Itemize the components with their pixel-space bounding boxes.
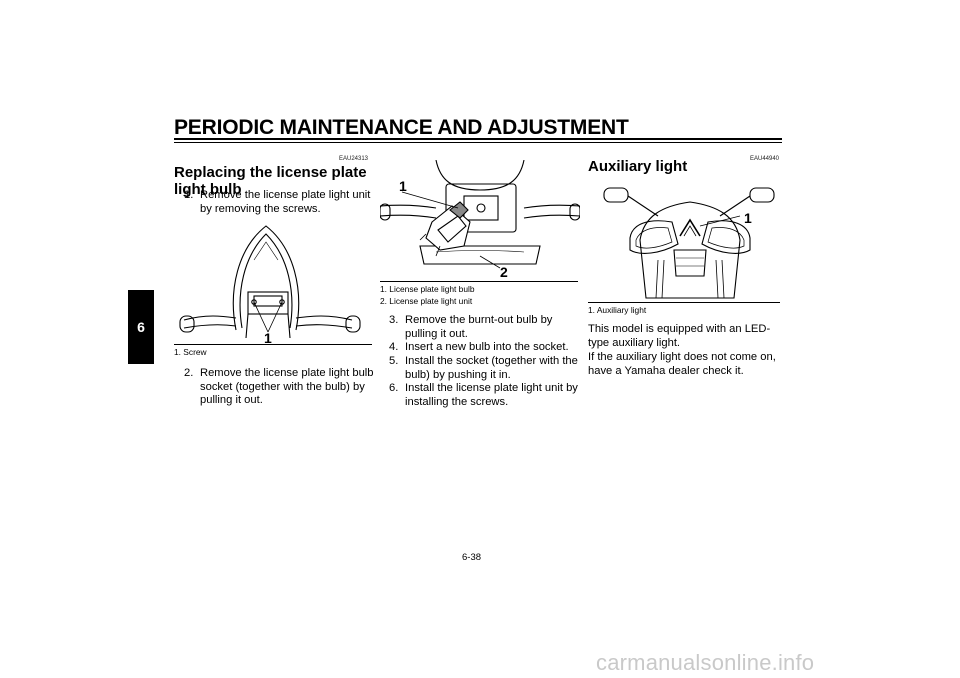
section-code: EAU24313 — [339, 156, 369, 162]
step-number: 6. — [389, 382, 399, 394]
step-number: 4. — [389, 341, 399, 353]
license-plate-bulb-illustration — [380, 160, 580, 269]
caption-license-plate-light-unit: 2. License plate light unit — [380, 296, 473, 306]
figure-callout-1: 1 — [744, 210, 752, 226]
section-code: EAU44940 — [750, 156, 780, 162]
caption-rule — [588, 302, 780, 303]
step-number: 5. — [389, 355, 399, 367]
figure-callout-2: 2 — [500, 264, 508, 280]
figure-callout-1: 1 — [399, 178, 407, 194]
figure-auxiliary-light — [600, 180, 780, 302]
caption-rule — [380, 281, 578, 282]
figure-license-plate-bulb — [380, 160, 580, 280]
section-heading-auxiliary-light: Auxiliary light — [588, 158, 688, 175]
section-heading-license-plate: Replacing the license plate light bulb — [174, 164, 367, 198]
caption-auxiliary-light: 1. Auxiliary light — [588, 305, 647, 315]
header-rule-thin — [174, 142, 782, 143]
chapter-tab: 6 — [128, 290, 154, 364]
step-text: Install the socket (together with the bu… — [405, 355, 578, 381]
license-plate-unit-illustration — [179, 225, 361, 338]
chapter-tab-number: 6 — [137, 319, 145, 335]
auxiliary-light-illustration — [603, 187, 775, 299]
figure-callout-1: 1 — [264, 330, 272, 346]
page-header-title: PERIODIC MAINTENANCE AND ADJUSTMENT — [174, 116, 629, 139]
step-number: 1. — [184, 189, 194, 201]
caption-rule — [174, 344, 372, 345]
step-text: Remove the license plate light bulb sock… — [200, 367, 374, 407]
header-rule — [174, 138, 782, 140]
caption-license-plate-light-bulb: 1. License plate light bulb — [380, 284, 475, 294]
auxiliary-light-paragraph-1: This model is equipped with an LED-type … — [588, 323, 771, 349]
watermark: carmanualsonline.info — [596, 650, 815, 675]
step-text: Install the license plate light unit by … — [405, 382, 578, 408]
caption-screw: 1. Screw — [174, 347, 207, 357]
page-number: 6-38 — [462, 552, 482, 563]
step-number: 2. — [184, 367, 194, 379]
figure-license-plate-light-unit — [176, 220, 372, 338]
step-text: Insert a new bulb into the socket. — [405, 341, 569, 353]
auxiliary-light-paragraph-2: If the auxiliary light does not come on,… — [588, 351, 776, 377]
step-text: Remove the license plate light unit by r… — [200, 189, 371, 215]
step-number: 3. — [389, 314, 399, 326]
step-text: Remove the burnt-out bulb by pulling it … — [405, 314, 553, 340]
